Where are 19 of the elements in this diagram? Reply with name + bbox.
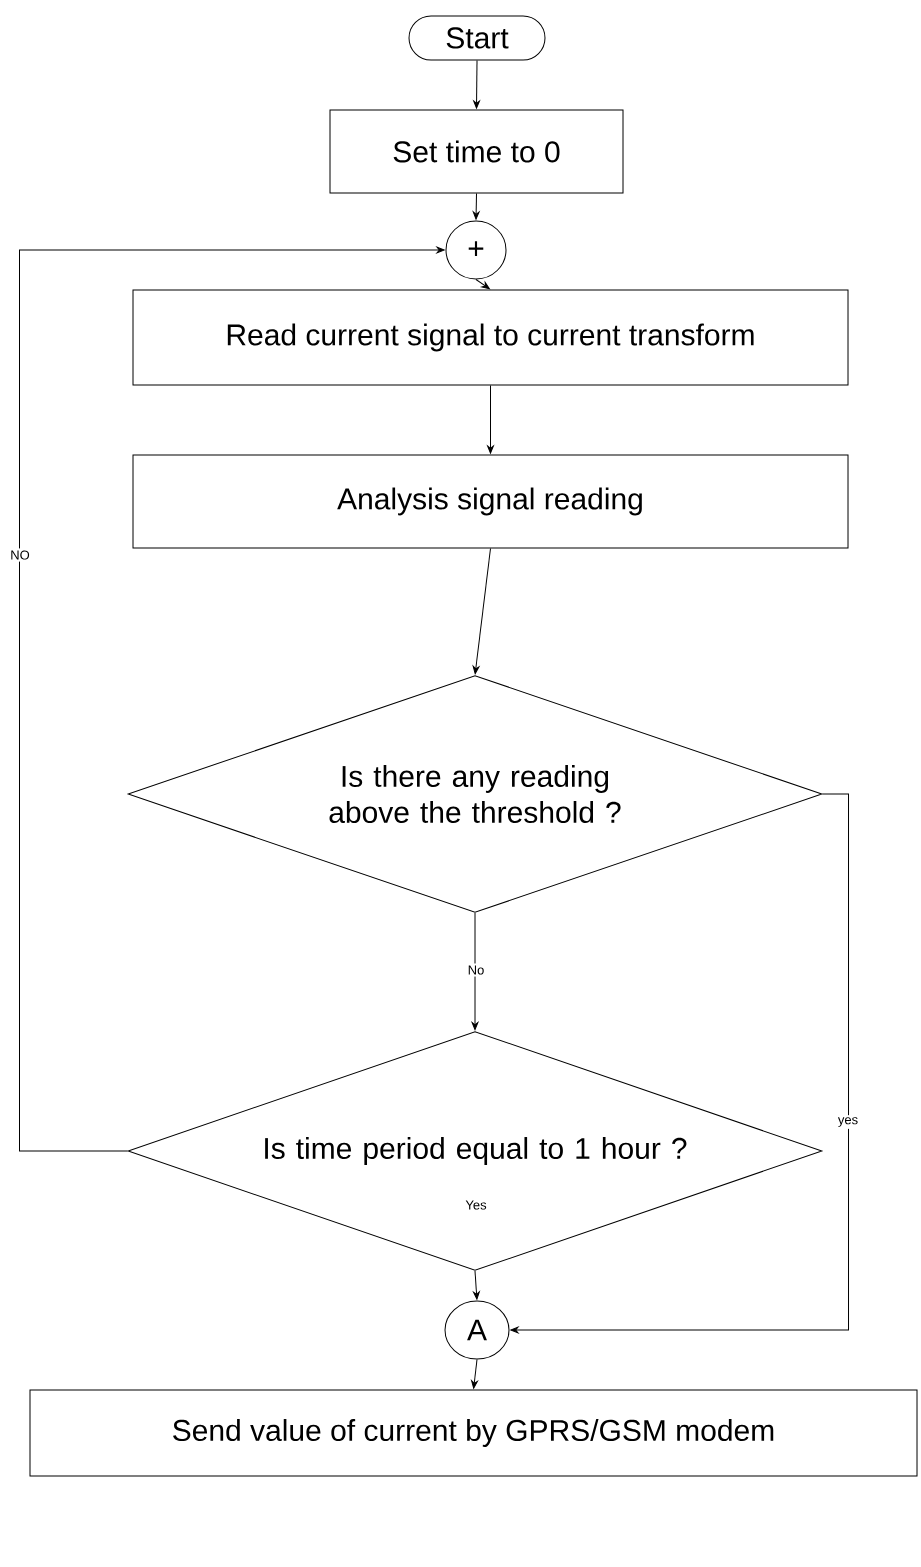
arrow xyxy=(487,385,494,454)
edge-label: yes xyxy=(835,1115,861,1129)
start-terminal: Start xyxy=(408,15,546,61)
arrow xyxy=(473,60,480,109)
process-box: Read current signal to current transform xyxy=(132,289,849,386)
process-box: Analysis signal reading xyxy=(132,454,849,549)
arrow xyxy=(475,279,490,290)
arrow xyxy=(473,1270,480,1300)
arrow xyxy=(471,1359,478,1389)
edge-label: Yes xyxy=(463,1198,489,1212)
arrow xyxy=(471,912,479,1031)
edge-label: No xyxy=(465,963,487,977)
process-box: Send value of current by GPRS/GSM modem xyxy=(29,1389,918,1477)
arrow xyxy=(19,246,445,1152)
arrow xyxy=(510,793,849,1334)
edge-label: NO xyxy=(8,548,32,562)
arrow xyxy=(472,193,480,220)
process-box: Set time to 0 xyxy=(329,109,624,194)
arrow xyxy=(472,548,491,675)
